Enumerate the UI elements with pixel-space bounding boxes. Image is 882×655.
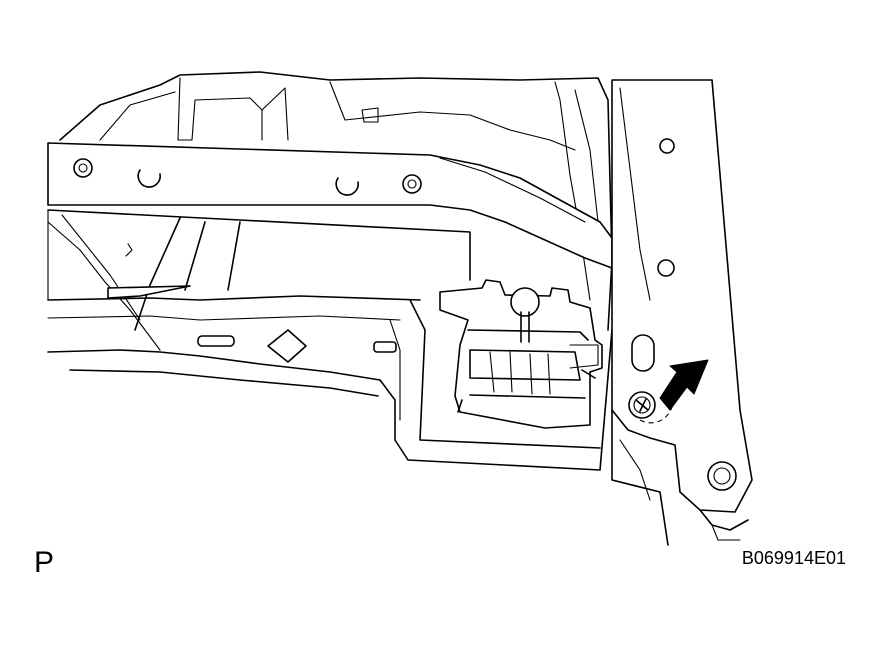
rail-hole-1 bbox=[659, 138, 675, 154]
lower-frame bbox=[47, 209, 471, 397]
rail-slot bbox=[631, 334, 655, 372]
body-panel bbox=[59, 71, 613, 331]
rail-hole-2 bbox=[657, 259, 675, 277]
view-code-label: P bbox=[34, 546, 55, 579]
bracket bbox=[379, 299, 613, 471]
screw-icon bbox=[628, 391, 656, 419]
cross-member bbox=[47, 142, 613, 269]
bolt-hole-3 bbox=[335, 177, 359, 196]
bolt-hole-1 bbox=[73, 158, 93, 178]
clip-diamond bbox=[267, 329, 307, 363]
bolt-hole-4 bbox=[402, 174, 422, 194]
bolt-hole-2 bbox=[137, 169, 161, 188]
side-rail bbox=[611, 79, 753, 546]
rail-large-hole bbox=[707, 461, 737, 491]
arrow-pointer-icon bbox=[659, 359, 709, 411]
connector-assembly bbox=[439, 279, 603, 429]
connector-pin-head bbox=[510, 287, 540, 317]
figure-id-label: B069914E01 bbox=[741, 548, 846, 568]
